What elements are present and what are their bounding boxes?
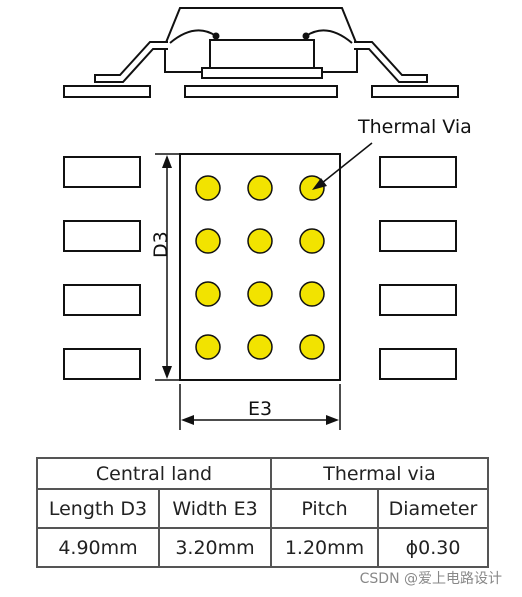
thermal-via [195,281,221,307]
subheader-length-d3: Length D3 [36,488,160,529]
lead-right [354,41,428,83]
thermal-via [247,175,273,201]
bond-point-left [212,32,220,40]
watermark: CSDN @爱上电路设计 [359,571,502,587]
land-side-center [184,85,338,98]
die [209,39,315,71]
side-pad-right [379,348,457,380]
bond-wire-right [305,29,353,44]
side-pad-left [63,348,141,380]
thermal-via [195,175,221,201]
thermal-via [299,228,325,254]
e3-dimension [179,384,341,430]
d3-dimension [155,153,180,381]
thermal-via-label: Thermal Via [358,116,472,138]
thermal-via [247,228,273,254]
side-pad-right [379,156,457,188]
thermal-via [247,334,273,360]
thermal-via-leader [312,142,373,190]
d3-label: D3 [150,231,172,258]
header-central-land: Central land [36,457,272,490]
land-side-right [371,85,459,98]
thermal-via [195,334,221,360]
e3-label: E3 [248,398,273,420]
package-side-view [63,7,459,98]
side-pad-left [63,284,141,316]
side-pad-left [63,156,141,188]
thermal-via [299,334,325,360]
spec-table: Central land Thermal via Length D3 Width… [36,457,489,568]
value-diameter: ϕ0.30 [377,527,489,568]
table-value-row: 4.90mm 3.20mm 1.20mm ϕ0.30 [36,527,489,568]
thermal-via [299,281,325,307]
die-attach [201,67,323,79]
subheader-diameter: Diameter [377,488,489,529]
package-diagram [63,7,459,430]
value-width-e3: 3.20mm [158,527,272,568]
value-pitch: 1.20mm [270,527,379,568]
table-subheader-row: Length D3 Width E3 Pitch Diameter [36,488,489,529]
subheader-pitch: Pitch [270,488,379,529]
thermal-via [195,228,221,254]
header-thermal-via: Thermal via [270,457,489,490]
side-pad-right [379,284,457,316]
land-side-left [63,85,151,98]
table-header-row: Central land Thermal via [36,457,489,490]
bond-point-right [302,32,310,40]
side-pad-right [379,220,457,252]
subheader-width-e3: Width E3 [158,488,272,529]
value-length-d3: 4.90mm [36,527,160,568]
side-pads [63,156,457,380]
side-pad-left [63,220,141,252]
bond-wire-left [169,29,217,44]
lead-left [94,41,168,83]
thermal-via [247,281,273,307]
